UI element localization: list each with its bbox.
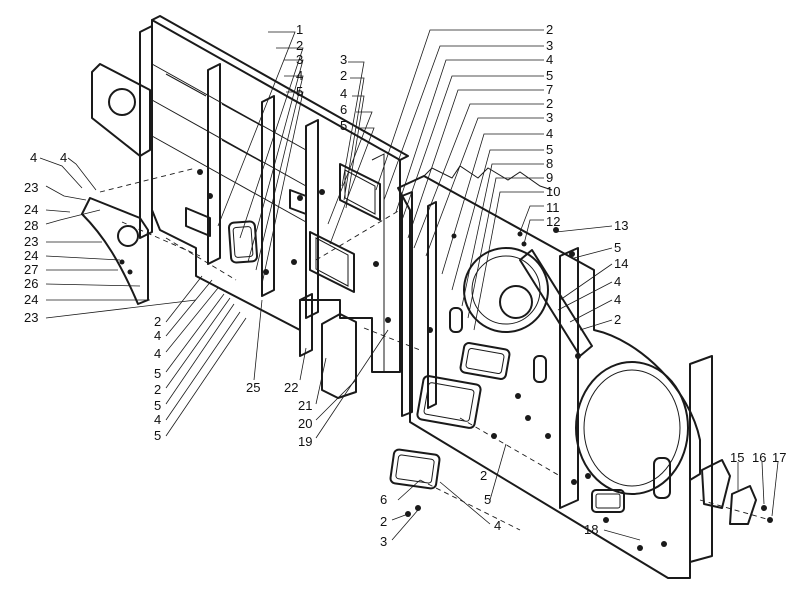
callout-40: 24 [24, 292, 38, 307]
rear-frame-panel [139, 15, 409, 373]
callout-22: 14 [614, 256, 628, 271]
callout-4: 4 [296, 68, 303, 83]
callout-51: 22 [284, 380, 298, 395]
callout-18: 11 [546, 200, 560, 215]
callout-26: 3 [340, 52, 347, 67]
callout-14: 5 [546, 142, 553, 157]
callout-34: 24 [24, 202, 38, 217]
callout-38: 27 [24, 262, 38, 277]
callout-17: 10 [546, 184, 560, 199]
callout-2: 2 [296, 38, 303, 53]
callout-47: 5 [154, 398, 161, 413]
callout-7: 3 [546, 38, 553, 53]
callout-42: 2 [154, 314, 161, 329]
callout-43: 4 [154, 328, 161, 343]
callout-50: 25 [246, 380, 260, 395]
callout-16: 9 [546, 170, 553, 185]
callout-57: 6 [380, 492, 387, 507]
callout-63: 16 [752, 450, 766, 465]
callout-53: 20 [298, 416, 312, 431]
loose-gasket [389, 448, 441, 517]
callout-5: 5 [296, 84, 303, 99]
callout-59: 3 [380, 534, 387, 549]
callout-6: 2 [546, 22, 553, 37]
left-gusset-plate [81, 197, 149, 305]
callout-44: 4 [154, 346, 161, 361]
lower-post [299, 293, 357, 399]
callout-8: 4 [546, 52, 553, 67]
callout-48: 4 [154, 412, 161, 427]
callout-28: 4 [340, 86, 347, 101]
callout-62: 15 [730, 450, 744, 465]
callout-52: 21 [298, 398, 312, 413]
callout-1: 1 [296, 22, 303, 37]
callout-29: 6 [340, 102, 347, 117]
callout-45: 5 [154, 366, 161, 381]
callout-12: 3 [546, 110, 553, 125]
callout-25: 2 [614, 312, 621, 327]
callout-58: 2 [380, 514, 387, 529]
callout-27: 2 [340, 68, 347, 83]
callout-33: 23 [24, 180, 38, 195]
callout-64: 17 [772, 450, 786, 465]
callout-55: 2 [480, 468, 487, 483]
assembly-lines [99, 167, 771, 531]
callout-labels: 1 2 3 4 5 2 3 4 5 7 2 3 4 5 8 9 10 11 12… [24, 22, 786, 549]
callout-37: 24 [24, 248, 38, 263]
callout-46: 2 [154, 382, 161, 397]
callout-31: 4 [30, 150, 37, 165]
callout-41: 23 [24, 310, 38, 325]
callout-15: 8 [546, 156, 553, 171]
callout-30: 5 [340, 118, 347, 133]
leader-lines [39, 29, 779, 541]
callout-24: 4 [614, 292, 621, 307]
callout-9: 5 [546, 68, 553, 83]
callout-49: 5 [154, 428, 161, 443]
upper-left-bracket [91, 63, 151, 157]
callout-20: 13 [614, 218, 628, 233]
callout-21: 5 [614, 240, 621, 255]
callout-11: 2 [546, 96, 553, 111]
callout-10: 7 [546, 82, 553, 97]
callout-13: 4 [546, 126, 553, 141]
callout-23: 4 [614, 274, 621, 289]
callout-54: 19 [298, 434, 312, 449]
callout-32: 4 [60, 150, 67, 165]
callout-56: 5 [484, 492, 491, 507]
callout-60: 4 [494, 518, 501, 533]
callout-19: 12 [546, 214, 560, 229]
callout-39: 26 [24, 276, 38, 291]
callout-61: 18 [584, 522, 598, 537]
right-clamp-bracket [701, 459, 773, 525]
callout-35: 28 [24, 218, 38, 233]
callout-36: 23 [24, 234, 38, 249]
callout-3: 3 [296, 52, 303, 67]
